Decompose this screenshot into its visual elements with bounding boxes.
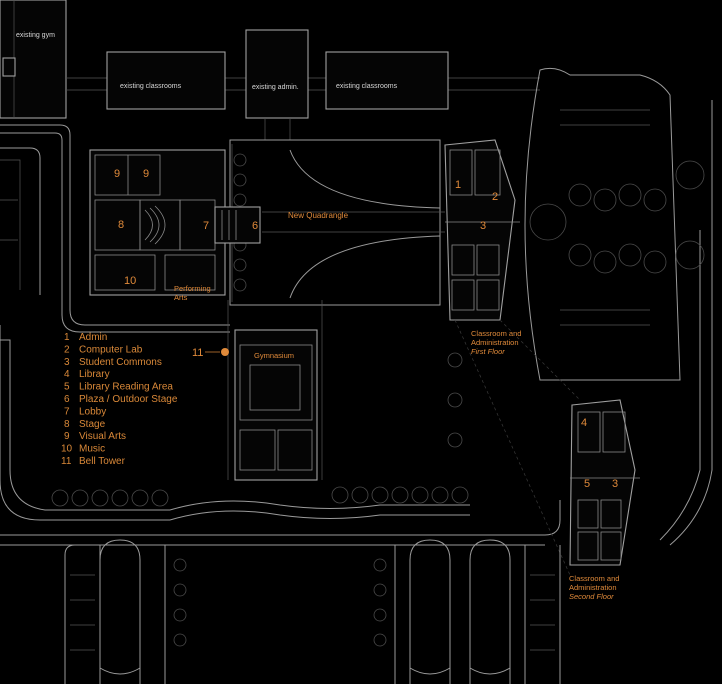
legend-number: 9 [64, 431, 70, 442]
legend-label: Bell Tower [79, 456, 126, 467]
legend-number: 10 [61, 444, 73, 455]
left-parking [0, 147, 41, 295]
first-floor-caption-1: Classroom and [471, 329, 521, 338]
legend-label: Music [79, 444, 105, 455]
new-quadrangle: New Quadrangle [229, 139, 445, 306]
legend-label: Computer Lab [79, 344, 143, 355]
plan-number-7: 7 [203, 220, 209, 232]
legend-label: Lobby [79, 406, 106, 417]
legend-number: 1 [64, 332, 70, 343]
plan-number-9a: 9 [114, 168, 120, 180]
plan-number-9b: 9 [143, 168, 149, 180]
second-floor-caption-3: Second Floor [569, 592, 614, 601]
legend-number: 4 [64, 369, 70, 380]
existing-admin-label: existing admin. [252, 84, 299, 91]
legend-label: Student Commons [79, 357, 162, 368]
existing-buildings: existing classrooms existing admin. exis… [66, 29, 540, 140]
existing-gym: existing gym [0, 0, 67, 119]
legend-label: Plaza / Outdoor Stage [79, 394, 178, 405]
legend-number: 2 [64, 344, 70, 355]
existing-gym-label: existing gym [16, 32, 55, 39]
legend-number: 7 [64, 406, 70, 417]
existing-classrooms-right-label: existing classrooms [336, 83, 398, 90]
legend-label: Library [79, 369, 110, 380]
existing-classrooms-left-label: existing classrooms [120, 83, 182, 90]
legend-label: Admin [79, 332, 107, 343]
performing-arts-building: 9 9 8 7 6 10 Performing Arts [89, 149, 261, 302]
gymnasium-label: Gymnasium [254, 351, 294, 360]
plan-number-4b: 4 [581, 417, 587, 429]
loop-road [0, 100, 713, 546]
plan-number-3: 3 [480, 220, 486, 232]
tree-row [51, 352, 469, 647]
right-parking [524, 67, 705, 381]
legend-number: 6 [64, 394, 70, 405]
plan-number-6: 6 [252, 220, 258, 232]
legend-number: 5 [64, 382, 70, 393]
bottom-parking [64, 539, 561, 684]
plan-number-11: 11 [192, 347, 203, 359]
legend-number: 8 [64, 419, 70, 430]
performing-label-line1: Performing [174, 284, 211, 293]
second-floor-caption-1: Classroom and [569, 574, 619, 583]
bell-tower-icon [221, 348, 229, 356]
classroom-admin-first-floor: 1 2 3 Classroom and Administration First… [444, 139, 521, 356]
first-floor-caption-3: First Floor [471, 347, 505, 356]
plan-number-10: 10 [124, 275, 136, 287]
plan-number-1: 1 [455, 179, 461, 191]
legend-label: Library Reading Area [79, 382, 173, 393]
plan-number-5b: 5 [584, 478, 590, 490]
plan-number-3b: 3 [612, 478, 618, 490]
classroom-admin-second-floor: 4 5 3 Classroom and Administration Secon… [454, 319, 640, 601]
new-quadrangle-label: New Quadrangle [288, 211, 349, 220]
performing-label-line2: Arts [174, 293, 188, 302]
legend-number: 11 [61, 456, 72, 467]
first-floor-caption-2: Administration [471, 338, 519, 347]
plan-number-2: 2 [492, 191, 498, 203]
second-floor-caption-2: Administration [569, 583, 617, 592]
legend-number: 3 [64, 357, 70, 368]
plan-number-8: 8 [118, 219, 124, 231]
legend-label: Stage [79, 419, 106, 430]
gymnasium-building: Gymnasium 11 [192, 300, 323, 481]
legend-label: Visual Arts [79, 431, 126, 442]
